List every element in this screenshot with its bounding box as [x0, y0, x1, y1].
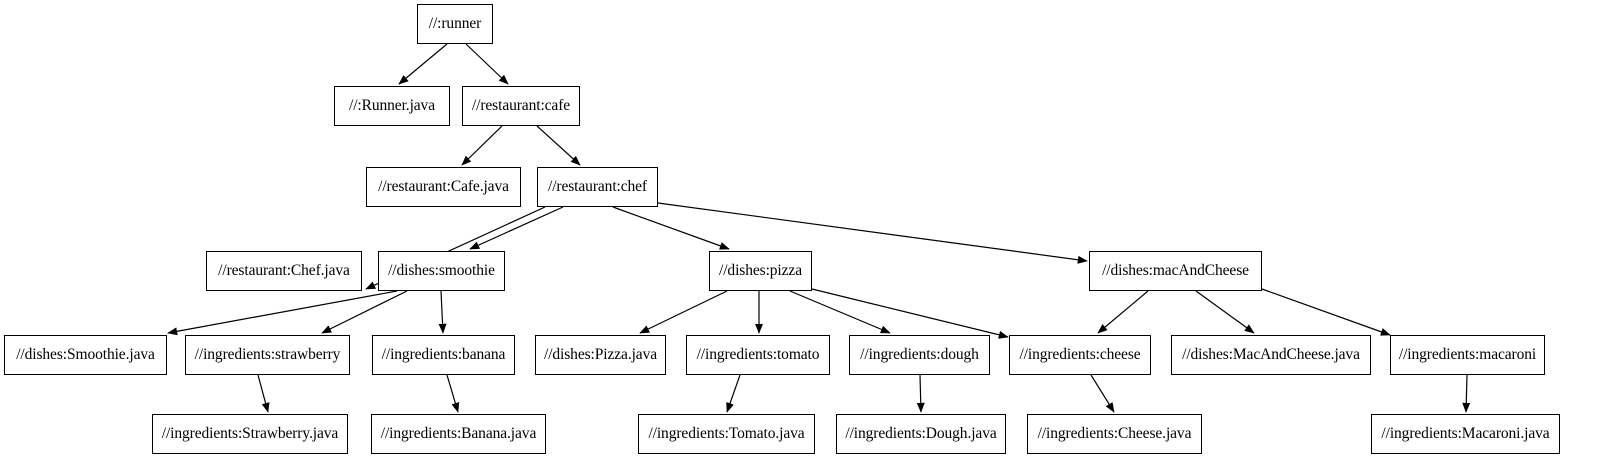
graph-edge-dishes_macandcheese-to-ing_macaroni — [1261, 288, 1391, 336]
graph-edge-restaurant_chef-to-dishes_smoothie — [469, 206, 564, 250]
graph-node-label: //dishes:smoothie — [388, 262, 495, 280]
graph-node-label: //ingredients:Strawberry.java — [161, 425, 339, 443]
graph-node-restaurant_cafe[interactable]: //restaurant:cafe — [462, 86, 580, 126]
graph-node-ing_banana_java[interactable]: //ingredients:Banana.java — [371, 414, 546, 454]
graph-node-label: //dishes:Smoothie.java — [16, 346, 155, 364]
graph-node-restaurant_cafe_java[interactable]: //restaurant:Cafe.java — [366, 167, 521, 207]
graph-edge-restaurant_chef-to-dishes_pizza — [612, 206, 730, 250]
graph-edge-ing_tomato-to-ing_tomato_java — [726, 374, 741, 413]
graph-node-dishes_pizza[interactable]: //dishes:pizza — [709, 251, 812, 291]
graph-edge-dishes_smoothie-to-ing_banana — [438, 290, 447, 334]
graph-node-label: //ingredients:Dough.java — [845, 425, 997, 443]
graph-node-restaurant_chef[interactable]: //restaurant:chef — [537, 167, 658, 207]
graph-edge-dishes_pizza-to-dishes_pizza_java — [639, 290, 728, 334]
graph-edge-dishes_pizza-to-ing_dough — [789, 290, 891, 334]
graph-node-label: //restaurant:cafe — [471, 97, 571, 115]
graph-node-ing_macaroni[interactable]: //ingredients:macaroni — [1390, 335, 1545, 375]
graph-node-label: //dishes:Pizza.java — [543, 346, 658, 364]
graph-node-label: //ingredients:cheese — [1019, 346, 1141, 364]
graph-node-label: //ingredients:Banana.java — [380, 425, 537, 443]
graph-node-label: //ingredients:Tomato.java — [648, 425, 805, 443]
graph-node-label: //ingredients:strawberry — [194, 346, 341, 364]
graph-edge-dishes_macandcheese-to-ing_cheese — [1097, 290, 1149, 334]
graph-node-ing_cheese_java[interactable]: //ingredients:Cheese.java — [1027, 414, 1202, 454]
graph-node-label: //restaurant:Cafe.java — [378, 178, 509, 196]
graph-node-label: //ingredients:dough — [860, 346, 979, 364]
graph-node-dishes_mac_java[interactable]: //dishes:MacAndCheese.java — [1171, 335, 1371, 375]
graph-edge-ing_dough-to-ing_dough_java — [916, 374, 925, 413]
graph-node-label: //restaurant:chef — [548, 178, 647, 196]
graph-node-label: //ingredients:Cheese.java — [1037, 425, 1192, 443]
graph-edge-restaurant_cafe-to-restaurant_cafe_java — [461, 125, 503, 166]
graph-edge-dishes_smoothie-to-dishes_smoothie_java — [167, 290, 398, 336]
graph-node-runner_java[interactable]: //:Runner.java — [334, 86, 450, 126]
graph-node-ing_banana[interactable]: //ingredients:banana — [372, 335, 515, 375]
graph-node-label: //restaurant:Chef.java — [218, 262, 350, 280]
graph-node-label: //dishes:MacAndCheese.java — [1182, 346, 1360, 364]
graph-edge-restaurant_cafe-to-restaurant_chef — [536, 125, 581, 166]
graph-node-label: //:Runner.java — [349, 97, 435, 115]
graph-node-ing_dough[interactable]: //ingredients:dough — [849, 335, 990, 375]
graph-edge-dishes_smoothie-to-ing_strawberry — [321, 290, 408, 334]
graph-node-ing_tomato[interactable]: //ingredients:tomato — [686, 335, 830, 375]
graph-node-dishes_pizza_java[interactable]: //dishes:Pizza.java — [535, 335, 666, 375]
graph-node-label: //ingredients:Macaroni.java — [1381, 425, 1550, 443]
graph-node-ing_dough_java[interactable]: //ingredients:Dough.java — [836, 414, 1006, 454]
graph-edge-ing_macaroni-to-ing_macaroni_java — [1462, 374, 1471, 413]
graph-edge-dishes_macandcheese-to-dishes_mac_java — [1195, 290, 1255, 334]
graph-node-label: //dishes:macAndCheese — [1102, 262, 1249, 280]
graph-node-ing_strawberry[interactable]: //ingredients:strawberry — [185, 335, 350, 375]
graph-node-dishes_macandcheese[interactable]: //dishes:macAndCheese — [1089, 251, 1262, 291]
graph-edge-ing_cheese-to-ing_cheese_java — [1090, 374, 1115, 413]
graph-node-restaurant_chef_java[interactable]: //restaurant:Chef.java — [206, 251, 362, 291]
graph-edge-runner-to-runner_java — [398, 43, 448, 85]
graph-edge-ing_banana-to-ing_banana_java — [446, 374, 460, 413]
graph-node-runner[interactable]: //:runner — [417, 4, 493, 44]
graph-node-ing_tomato_java[interactable]: //ingredients:Tomato.java — [638, 414, 815, 454]
graph-node-ing_strawberry_java[interactable]: //ingredients:Strawberry.java — [152, 414, 348, 454]
graph-node-ing_macaroni_java[interactable]: //ingredients:Macaroni.java — [1371, 414, 1560, 454]
graph-node-dishes_smoothie_java[interactable]: //dishes:Smoothie.java — [4, 335, 167, 375]
graph-edge-runner-to-restaurant_cafe — [465, 43, 509, 85]
graph-node-ing_cheese[interactable]: //ingredients:cheese — [1009, 335, 1151, 375]
graph-node-label: //:runner — [428, 15, 482, 33]
graph-node-label: //dishes:pizza — [719, 262, 802, 280]
graph-edge-ing_strawberry-to-ing_strawberry_java — [257, 374, 270, 413]
graph-node-label: //ingredients:tomato — [696, 346, 820, 364]
graph-node-label: //ingredients:banana — [381, 346, 506, 364]
graph-edge-dishes_pizza-to-ing_cheese — [811, 288, 1009, 339]
graph-node-label: //ingredients:macaroni — [1398, 346, 1537, 364]
graph-node-dishes_smoothie[interactable]: //dishes:smoothie — [378, 251, 505, 291]
